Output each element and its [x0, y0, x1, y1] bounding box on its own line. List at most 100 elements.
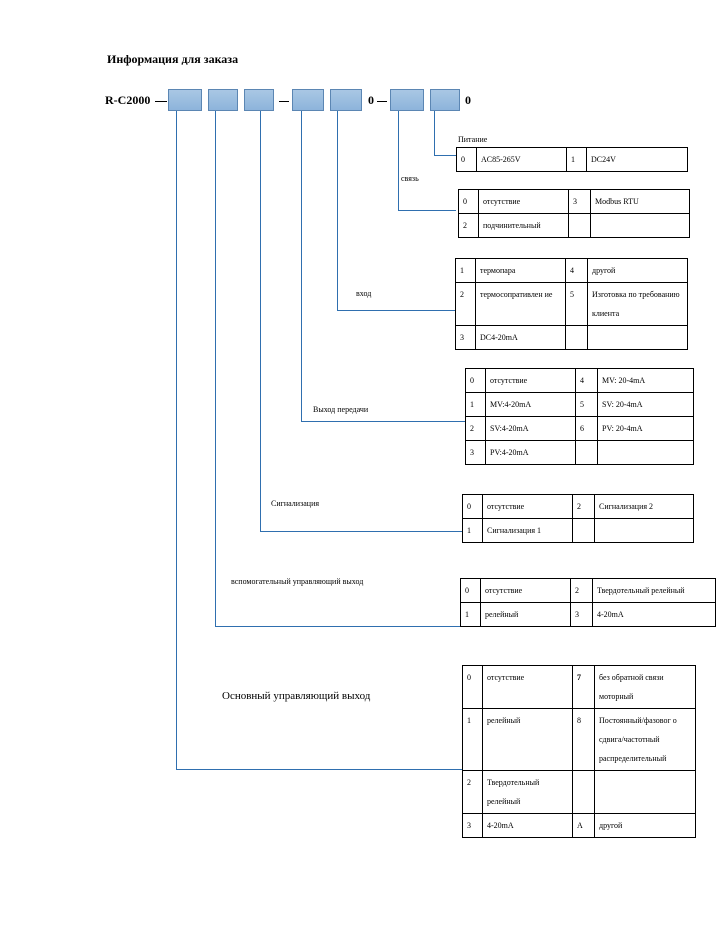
label-transmit: Выход передачи — [313, 405, 369, 414]
option-text: подчинительный — [478, 213, 569, 238]
connector-transmit — [301, 111, 302, 421]
option-text: отсутствие — [480, 578, 571, 603]
option-text: MV:4-20mA — [485, 392, 576, 417]
empty-cell — [575, 440, 598, 465]
option-text: термосопративлен ие — [475, 282, 566, 326]
connector-power — [434, 111, 435, 155]
option-text: термопара — [475, 258, 566, 283]
option-code: 1 — [462, 708, 483, 771]
connector-main — [176, 111, 177, 769]
option-code: A — [572, 813, 595, 838]
connector-power — [434, 155, 456, 156]
option-code: 2 — [570, 578, 593, 603]
connector-transmit — [301, 421, 465, 422]
connector-aux — [215, 626, 460, 627]
label-input: вход — [356, 289, 372, 298]
empty-cell — [587, 325, 688, 350]
label-aux: вспомогательный управляющий выход — [231, 577, 364, 586]
option-text: отсутствие — [478, 189, 569, 214]
option-text: MV: 20-4mA — [597, 368, 694, 393]
label-main: Основный управляющий выход — [222, 690, 371, 702]
option-code: 1 — [460, 602, 481, 627]
option-text: SV:4-20mA — [485, 416, 576, 441]
page-title: Информация для заказа — [107, 52, 239, 66]
option-code: 3 — [568, 189, 591, 214]
connector-comm — [398, 210, 456, 211]
connector-input — [337, 310, 455, 311]
connector-main — [176, 769, 462, 770]
option-text: DC24V — [586, 147, 688, 172]
option-code: 2 — [462, 770, 483, 814]
code-box-main — [168, 89, 202, 111]
option-text: отсутствие — [482, 494, 573, 519]
option-code: 6 — [575, 416, 598, 441]
empty-cell — [572, 770, 595, 814]
option-text: отсутствие — [482, 665, 573, 709]
option-code: 3 — [465, 440, 486, 465]
connector-alarm — [260, 111, 261, 531]
option-code: 5 — [575, 392, 598, 417]
label-comm: связь — [401, 174, 419, 183]
label-alarm: Сигнализация — [271, 499, 320, 508]
empty-cell — [572, 518, 595, 543]
option-text: PV:4-20mA — [485, 440, 576, 465]
option-code: 4 — [565, 258, 588, 283]
option-code: 2 — [455, 282, 476, 326]
option-code: 3 — [570, 602, 593, 627]
option-text: без обратной связи моторный — [594, 665, 696, 709]
empty-cell — [590, 213, 690, 238]
option-text: Твердотельный релейный — [592, 578, 716, 603]
option-code: 4 — [575, 368, 598, 393]
option-text: Сигнализация 1 — [482, 518, 573, 543]
option-code: 2 — [458, 213, 479, 238]
connector-input — [337, 111, 338, 310]
option-text: Сигнализация 2 — [594, 494, 694, 519]
option-code: 2 — [572, 494, 595, 519]
option-code: 1 — [566, 147, 587, 172]
empty-cell — [568, 213, 591, 238]
option-code: 0 — [462, 494, 483, 519]
option-text: Изготовка по требованию клиента — [587, 282, 688, 326]
option-code: 0 — [462, 665, 483, 709]
code-box-alarm — [244, 89, 274, 111]
option-code: 0 — [460, 578, 481, 603]
connector-alarm — [260, 531, 462, 532]
option-code: 3 — [462, 813, 483, 838]
option-code: 8 — [572, 708, 595, 771]
code-dash — [377, 101, 387, 102]
option-text: другой — [587, 258, 688, 283]
option-text: релейный — [480, 602, 571, 627]
option-text: AC85-265V — [476, 147, 567, 172]
option-code: 2 — [465, 416, 486, 441]
option-code: 0 — [456, 147, 477, 172]
option-code: 7 — [572, 665, 595, 709]
empty-cell — [565, 325, 588, 350]
empty-cell — [594, 770, 696, 814]
code-box-transmit — [292, 89, 324, 111]
empty-cell — [597, 440, 694, 465]
code-box-aux — [208, 89, 238, 111]
option-text: отсутствие — [485, 368, 576, 393]
option-code: 1 — [455, 258, 476, 283]
option-code: 5 — [565, 282, 588, 326]
code-dash — [279, 101, 289, 102]
option-code: 3 — [455, 325, 476, 350]
